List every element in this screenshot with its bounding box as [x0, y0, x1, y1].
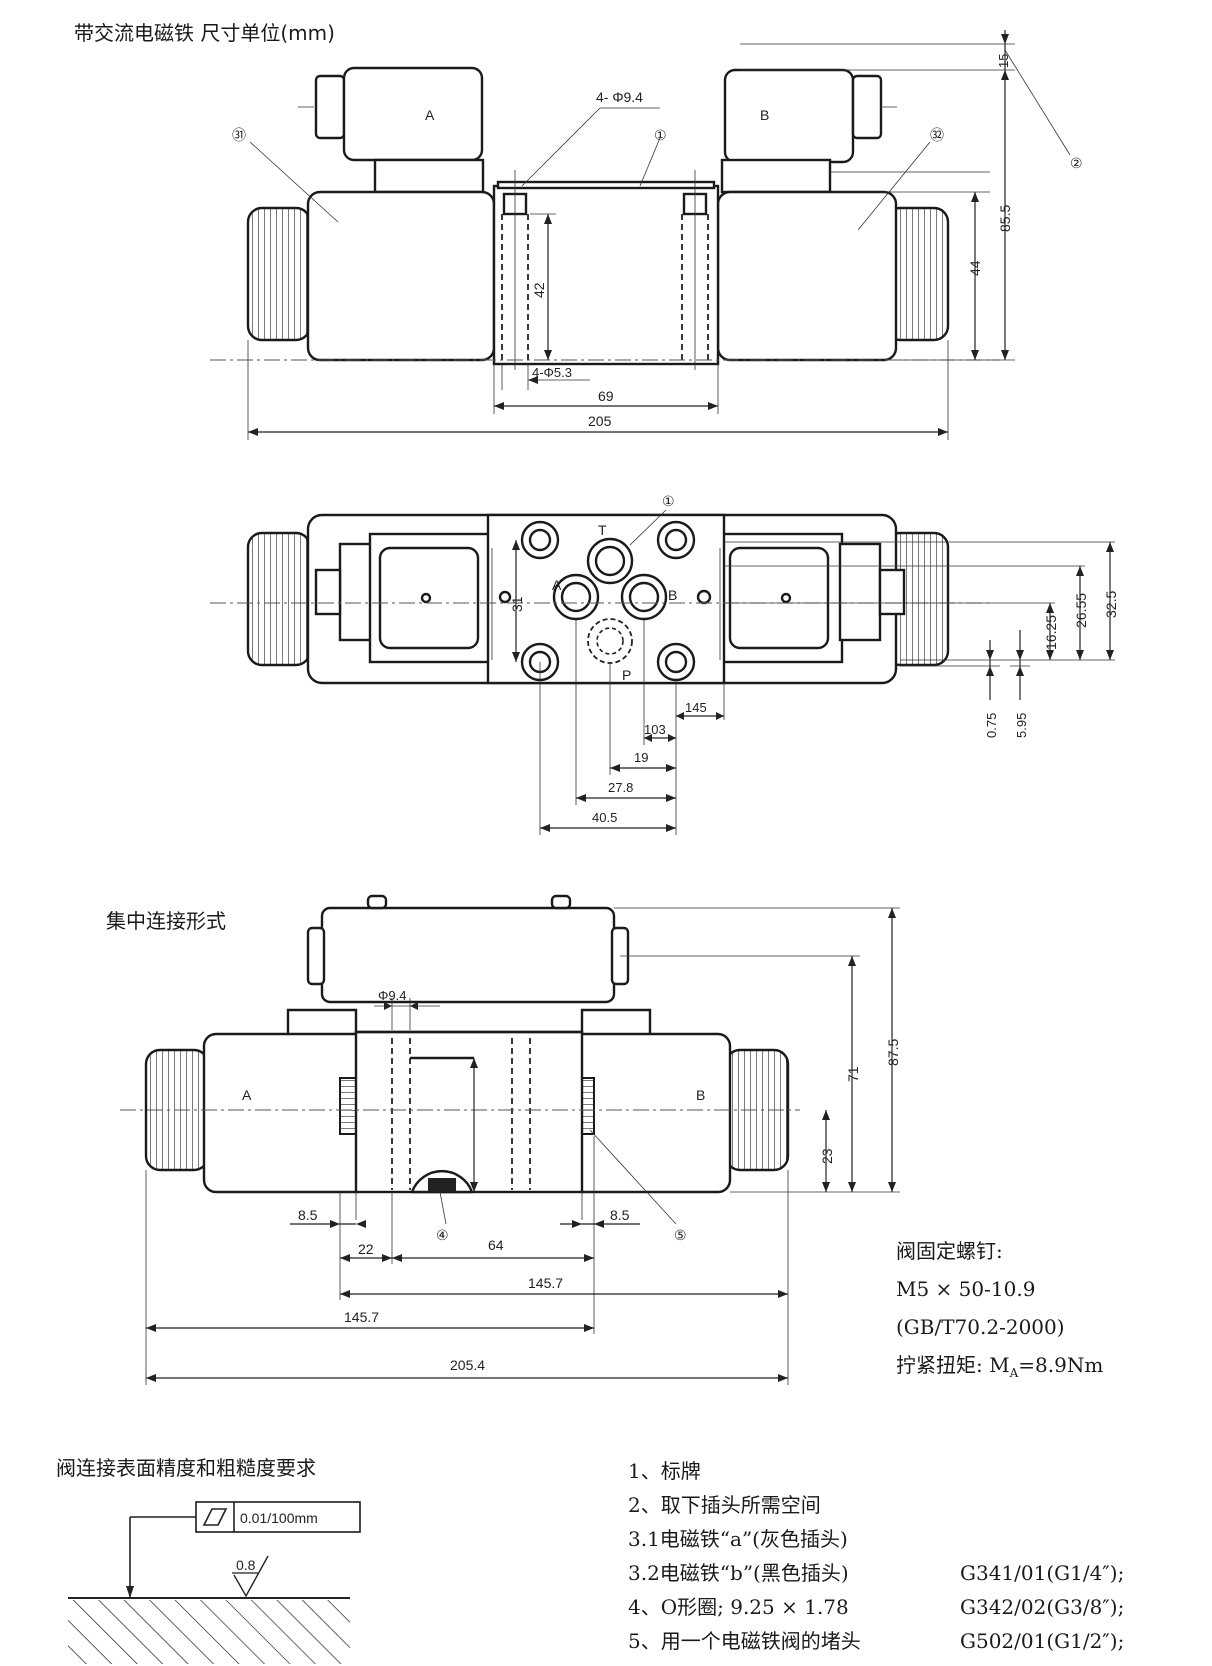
title-top: 带交流电磁铁 尺寸单位(mm)	[74, 21, 335, 45]
callout-32: ㉜	[930, 127, 944, 143]
plug-base-b	[720, 158, 832, 194]
title-centralized: 集中连接形式	[106, 909, 226, 933]
dim-145-7-lower: 145.7	[344, 1309, 379, 1325]
dim-145-7-upper: 145.7	[528, 1275, 563, 1291]
plug-screw-a	[314, 74, 346, 140]
dim-0-75: 0.75	[984, 713, 999, 738]
dim-14-5: 145	[685, 700, 707, 715]
dim-phi-9-4: Φ9.4	[378, 988, 406, 1003]
dim-16-25: 16.25	[1043, 615, 1059, 650]
dim-42: 42	[531, 282, 547, 298]
dim-22: 22	[358, 1241, 374, 1257]
legend-item-3-2: 3.2电磁铁“b”(黑色插头)	[628, 1561, 849, 1585]
dim-64: 64	[488, 1237, 504, 1253]
dim-87-5: 87.5	[885, 1039, 901, 1066]
port-label-a: A	[552, 577, 562, 593]
dim-10-3: 103	[644, 722, 666, 737]
callout-1: ①	[654, 127, 667, 143]
bolt-note-line1: 阀固定螺钉:	[896, 1239, 1003, 1263]
dim-85-5: 85.5	[997, 205, 1013, 232]
surface-symbol: 0.01/100mm 0.8	[68, 1501, 361, 1664]
dim-8-5-left: 8.5	[298, 1207, 318, 1223]
tolerance-flatness: 0.01/100mm	[240, 1510, 318, 1526]
plug-a	[342, 66, 484, 162]
legend-item-4: 4、O形圈; 9.25 × 1.78	[628, 1595, 849, 1619]
label-b-3: B	[696, 1087, 705, 1103]
callout-31: ㉛	[232, 127, 246, 143]
legend-item-1: 1、标牌	[628, 1459, 701, 1483]
dim-205: 205	[588, 413, 612, 429]
valve-body-3	[354, 1030, 584, 1194]
dim-26-55: 26.55	[1073, 593, 1089, 628]
bolt-note-line3: (GB/T70.2-2000)	[896, 1315, 1065, 1339]
knurl-cap-left	[246, 206, 312, 342]
upper-module	[320, 906, 616, 1004]
dim-205-4: 205.4	[450, 1357, 485, 1373]
legend-item-5: 5、用一个电磁铁阀的堵头	[628, 1629, 861, 1653]
port-label-b: B	[668, 587, 677, 603]
dim-8-5-right: 8.5	[610, 1207, 630, 1223]
valve-body-front	[492, 184, 720, 366]
view-centralized: A B Φ9.4 87.5	[120, 894, 901, 1385]
roughness-icon	[233, 1555, 269, 1598]
dim-44: 44	[967, 260, 983, 276]
label-plug-b: B	[760, 107, 769, 123]
legend: 1、标牌 2、取下插头所需空间 3.1电磁铁“a”(灰色插头) 3.2电磁铁“b…	[628, 1459, 1124, 1653]
legend-item-2: 2、取下插头所需空间	[628, 1493, 821, 1517]
dim-31: 31	[509, 596, 525, 612]
dim-holes-9-4: 4- Φ9.4	[596, 89, 643, 105]
dim-71: 71	[845, 1066, 861, 1082]
dim-32-5: 32.5	[1103, 591, 1119, 618]
coil-b-top	[728, 546, 830, 650]
view-front: A B	[210, 30, 1083, 440]
legend-item-3-1: 3.1电磁铁“a”(灰色插头)	[628, 1527, 848, 1551]
bolt-note-line4: 拧紧扭矩: MA=8.9Nm	[896, 1353, 1103, 1380]
callout-4: ④	[436, 1227, 449, 1243]
callout-2: ②	[1070, 155, 1083, 171]
dim-23: 23	[819, 1148, 835, 1164]
flatness-icon	[202, 1508, 228, 1526]
dim-69: 69	[598, 388, 614, 404]
dim-40-5: 40.5	[592, 810, 617, 825]
view-top: T A B P 31 32.5 26.55 16.25	[210, 493, 1119, 835]
dim-19: 19	[634, 750, 648, 765]
title-surface: 阀连接表面精度和粗糙度要求	[56, 1456, 316, 1480]
legend-code-3: G502/01(G1/2″);	[960, 1629, 1124, 1653]
callout-5: ⑤	[674, 1227, 687, 1243]
dim-5-95: 5.95	[1014, 713, 1029, 738]
label-plug-a: A	[425, 107, 435, 123]
port-label-p: P	[622, 667, 631, 683]
callout-1b: ①	[662, 493, 675, 509]
label-a-3: A	[242, 1087, 252, 1103]
plug-screw-b	[851, 74, 883, 140]
bolt-note-line2: M5 × 50-10.9	[896, 1277, 1035, 1301]
surface-hatch	[68, 1600, 350, 1664]
legend-code-2: G342/02(G3/8″);	[960, 1595, 1124, 1619]
plug-base-a	[373, 158, 485, 194]
dim-holes-5-3: 4-Φ5.3	[532, 365, 572, 380]
roughness-value: 0.8	[236, 1557, 256, 1573]
port-label-t: T	[598, 522, 607, 538]
solenoid-body-a	[306, 190, 496, 362]
dim-27-8: 27.8	[608, 780, 633, 795]
solenoid-body-b	[716, 190, 898, 362]
bolt-note: 阀固定螺钉: M5 × 50-10.9 (GB/T70.2-2000) 拧紧扭矩…	[896, 1239, 1103, 1380]
legend-code-1: G341/01(G1/4″);	[960, 1561, 1124, 1585]
plug-b	[723, 68, 855, 164]
dim-15: 15	[996, 54, 1011, 68]
